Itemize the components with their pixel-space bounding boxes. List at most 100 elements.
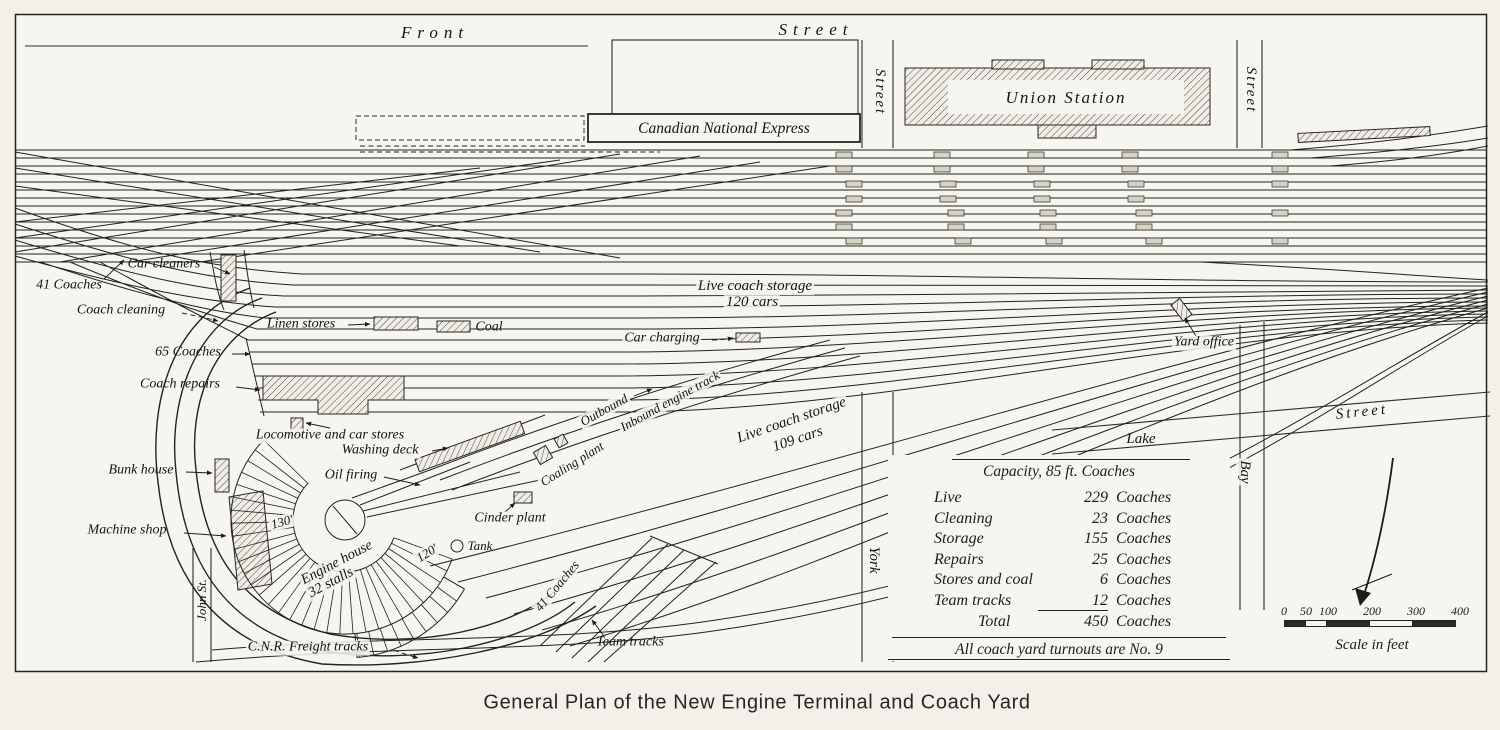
label-41-coaches-west: 41 Coaches <box>36 277 102 293</box>
label-live-storage-120-cars: 120 cars <box>723 294 781 311</box>
leader-bunk-house <box>185 470 213 476</box>
label-cinder-plant: Cinder plant <box>472 510 548 527</box>
coaling-plant-structure <box>532 444 554 466</box>
leader-loco-stores <box>305 421 331 429</box>
leader-coach-repairs <box>235 386 261 392</box>
label-loco-car-stores: Locomotive and car stores <box>253 427 407 444</box>
capacity-row: Stores and coal 6 Coaches <box>934 571 1172 588</box>
lake-street-name-label: Lake <box>1126 431 1156 448</box>
yard-office-building <box>1170 297 1193 322</box>
table-rule-footnote <box>892 637 1226 638</box>
live-storage-109-trunk <box>429 287 1489 647</box>
team-tracks <box>539 535 719 663</box>
label-65-coaches: 65 Coaches <box>155 344 221 360</box>
bay-street-name-label: Bay <box>1236 458 1253 486</box>
scale-bar-label: Scale in feet <box>1335 637 1409 653</box>
coaling-plant-structure-2 <box>553 433 569 449</box>
scale-tick: 0 <box>1281 604 1287 618</box>
tracks <box>14 125 1489 666</box>
repair-yard-tracks <box>250 307 1489 413</box>
leader-car-charging <box>711 336 734 342</box>
table-rule-bottom <box>888 659 1230 660</box>
coal-platform <box>436 320 471 333</box>
canadian-national-express-building <box>587 113 861 143</box>
label-live-storage-120: Live coach storage <box>695 278 815 295</box>
label-coach-cleaning: Coach cleaning <box>76 302 166 318</box>
leader-linen-stores <box>347 321 371 327</box>
leader-oil-firing <box>383 476 421 487</box>
linen-stores-building <box>373 316 419 331</box>
scale-tick: 300 <box>1407 604 1425 618</box>
dashed-building-outline <box>355 115 585 141</box>
scale-bar-strip <box>1284 620 1456 627</box>
scale-tick: 100 <box>1319 604 1337 618</box>
table-rule-top <box>952 459 1190 460</box>
union-station-building <box>904 59 1211 139</box>
coach-yard-feeders <box>14 207 303 341</box>
bay-street-word-label: Street <box>1242 66 1259 114</box>
northeast-curves <box>1199 125 1489 281</box>
platform-strip-northeast <box>1297 126 1431 143</box>
scale-tick: 200 <box>1363 604 1381 618</box>
bunk-house-building <box>214 458 230 493</box>
capacity-table-footnote: All coach yard turnouts are No. 9 <box>955 641 1163 658</box>
capacity-row: Repairs 25 Coaches <box>934 550 1172 568</box>
john-street-edges <box>192 548 212 662</box>
label-tank: Tank <box>467 538 493 554</box>
label-cnr-freight: C.N.R. Freight tracks <box>245 639 371 656</box>
label-team-tracks: Team tracks <box>596 634 664 650</box>
west-throat-crossovers <box>14 151 831 417</box>
label-coal: Coal <box>475 319 503 335</box>
label-oil-firing: Oil firing <box>322 467 380 484</box>
leader-outbound <box>633 388 653 397</box>
label-coach-repairs: Coach repairs <box>140 376 220 392</box>
cinder-plant-structure <box>513 491 533 504</box>
station-platforms <box>835 151 1289 245</box>
water-tank <box>450 539 464 553</box>
capacity-row: Cleaning 23 Coaches <box>934 509 1172 527</box>
label-linen-stores: Linen stores <box>266 316 336 332</box>
label-car-cleaners: Car cleaners <box>127 256 201 272</box>
washing-deck-structure <box>414 420 526 473</box>
leader-yard-office <box>1184 317 1197 337</box>
york-street-name-label: York <box>865 544 882 576</box>
label-washing-deck: Washing deck <box>339 442 421 459</box>
canadian-national-express-label: Canadian National Express <box>638 119 810 137</box>
john-street-label: John St. <box>194 579 210 621</box>
scale-tick: 50 <box>1300 604 1312 618</box>
front-street-label: Front <box>400 23 470 43</box>
capacity-row: Live 229 Coaches <box>934 489 1172 506</box>
bay-street-edges <box>1236 40 1265 610</box>
car-charging-platform <box>735 332 761 343</box>
scale-bar: 0 50 100 200 300 400 Scale in feet <box>1278 604 1469 658</box>
live-storage-120-tracks <box>248 273 1489 341</box>
union-station-label: Union Station <box>1005 88 1127 108</box>
leader-coach-cleaning <box>181 312 219 323</box>
york-street-word-label: Street <box>871 68 888 116</box>
car-cleaner-sidings <box>209 249 255 311</box>
front-street-word-label: Street <box>778 20 854 40</box>
dashed-track <box>360 145 660 153</box>
label-car-charging: Car charging <box>622 330 702 347</box>
city-block <box>611 39 859 117</box>
capacity-table-title: Capacity, 85 ft. Coaches <box>983 463 1135 480</box>
leader-cinder-plant <box>504 502 516 513</box>
car-cleaners-platform <box>220 254 237 302</box>
york-street-edges <box>861 40 894 662</box>
leader-cnr-freight <box>393 649 419 659</box>
leader-41-coaches <box>103 259 125 280</box>
leader-arrows <box>103 259 1197 659</box>
capacity-total-row: Total 450 Coaches <box>978 613 1172 630</box>
coach-repairs-building <box>262 375 405 415</box>
label-yard-office: Yard office <box>1171 334 1237 351</box>
north-arrow <box>1351 457 1394 606</box>
leader-machine-shop <box>183 532 227 538</box>
label-machine-shop: Machine shop <box>87 522 167 538</box>
leader-team-tracks <box>591 619 605 637</box>
capacity-row: Team tracks 12 Coaches <box>934 591 1172 611</box>
figure-caption: General Plan of the New Engine Terminal … <box>483 691 1031 714</box>
capacity-row: Storage 155 Coaches <box>934 530 1172 547</box>
leader-washing-deck <box>431 446 449 452</box>
